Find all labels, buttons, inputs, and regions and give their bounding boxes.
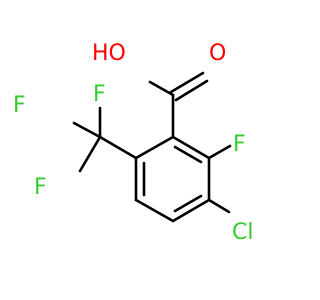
structure-diagram: HO O F Cl F F F — [13, 41, 253, 245]
cf3-fluorine-bottom-label: F — [34, 175, 47, 200]
benzene-ring — [134, 135, 211, 223]
molecule-canvas: HO O F Cl F F F — [13, 41, 254, 245]
ring-double-bond-c3-c4 — [173, 194, 203, 213]
hydroxyl-bond — [148, 80, 175, 97]
ring-bond-c4-c5 — [134, 198, 175, 223]
ring-double-bond-c1-c2 — [173, 145, 203, 164]
bond-cf3-to-f-bottom — [78, 135, 102, 173]
carbonyl-double-bond-2 — [174, 79, 209, 102]
trifluoromethyl-group: F F F — [13, 82, 138, 200]
ring-bond-c3-c4 — [171, 198, 211, 223]
carbonyl-double-bond-1 — [169, 71, 205, 94]
bond-ring-to-cf3 — [98, 135, 138, 160]
bond-ring-to-fluorine — [207, 144, 232, 160]
cf3-fluorine-top-label: F — [93, 82, 106, 107]
bond-ring-to-chlorine — [207, 198, 231, 214]
ring-fluorine-label: F — [233, 132, 246, 157]
ring-bond-c6-c1 — [134, 135, 175, 160]
ring-fluorine-substituent: F — [207, 132, 246, 160]
chlorine-label: Cl — [232, 220, 253, 245]
hydroxyl-label: HO — [92, 41, 126, 66]
bond-cf3-to-f-left — [72, 121, 102, 139]
carbonyl-oxygen-label: O — [209, 41, 226, 66]
chlorine-substituent: Cl — [207, 198, 253, 245]
cf3-fluorine-left-label: F — [13, 93, 26, 118]
ring-bond-c1-c2 — [171, 135, 211, 160]
carboxylic-acid-group: HO O — [92, 41, 226, 139]
